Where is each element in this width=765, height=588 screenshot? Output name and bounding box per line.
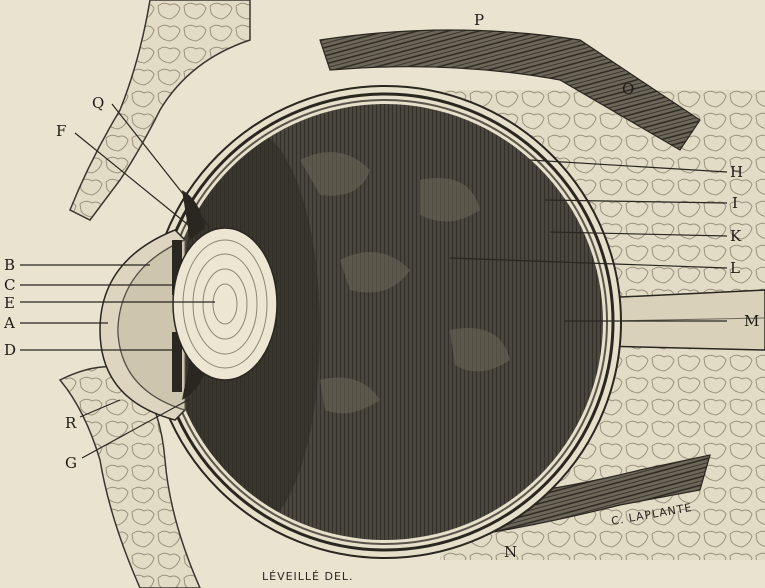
label-G: G <box>65 454 77 472</box>
label-C: C <box>4 276 15 294</box>
label-E: E <box>4 294 15 312</box>
label-I: I <box>732 194 738 212</box>
label-M: M <box>744 312 759 330</box>
label-N: N <box>504 543 517 561</box>
artist-signature: LÉVEILLÉ DEL. <box>262 570 354 583</box>
label-P: P <box>474 11 484 29</box>
label-B: B <box>4 256 15 274</box>
label-F: F <box>56 122 66 140</box>
label-L: L <box>730 259 740 277</box>
label-O: O <box>622 80 634 98</box>
label-R: R <box>65 414 77 432</box>
label-H: H <box>730 163 743 181</box>
label-K: K <box>730 227 742 245</box>
label-D: D <box>4 341 16 359</box>
label-Q: Q <box>92 94 104 112</box>
label-A: A <box>3 314 15 332</box>
crystalline-lens <box>173 228 277 380</box>
